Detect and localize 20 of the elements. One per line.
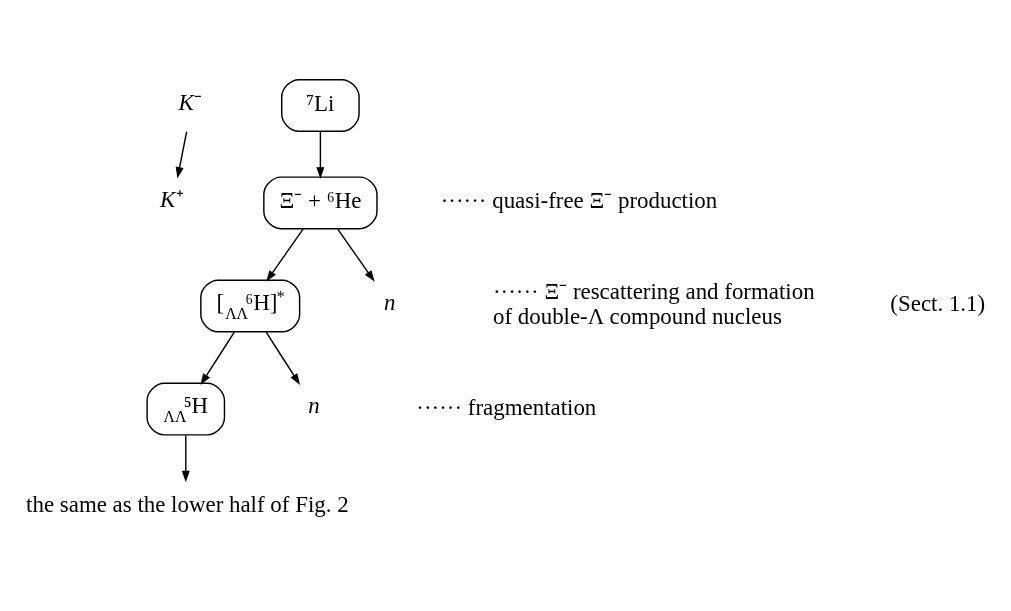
arrow (175, 130, 188, 179)
arrow (316, 130, 325, 179)
arrow (181, 434, 190, 482)
label: (Sect. 1.1) (890, 290, 986, 316)
node-box: Ξ⁻ + ⁶He (263, 175, 378, 229)
node-text: K⁺ (160, 186, 184, 212)
label: ······ Ξ⁻ rescattering and formation of double-Λ compound nucleus (492, 278, 815, 329)
node-box: ⁷Li (281, 78, 360, 132)
node-text: n (384, 289, 396, 315)
arrow (266, 227, 304, 282)
arrow (337, 227, 375, 282)
node-text: n (308, 392, 320, 418)
label: ······ fragmentation (416, 394, 597, 420)
node-text: the same as the lower half of Fig. 2 (26, 491, 349, 517)
node-text: K⁻ (178, 89, 203, 115)
label: ······ quasi-free Ξ⁻ production (440, 187, 718, 213)
arrow (200, 331, 235, 385)
node-box: $_{ΛΛ}$⁵H (146, 382, 226, 436)
arrow (265, 331, 301, 385)
node-box: [$_{ΛΛ}$⁶H]$^{*}$ (200, 279, 301, 332)
